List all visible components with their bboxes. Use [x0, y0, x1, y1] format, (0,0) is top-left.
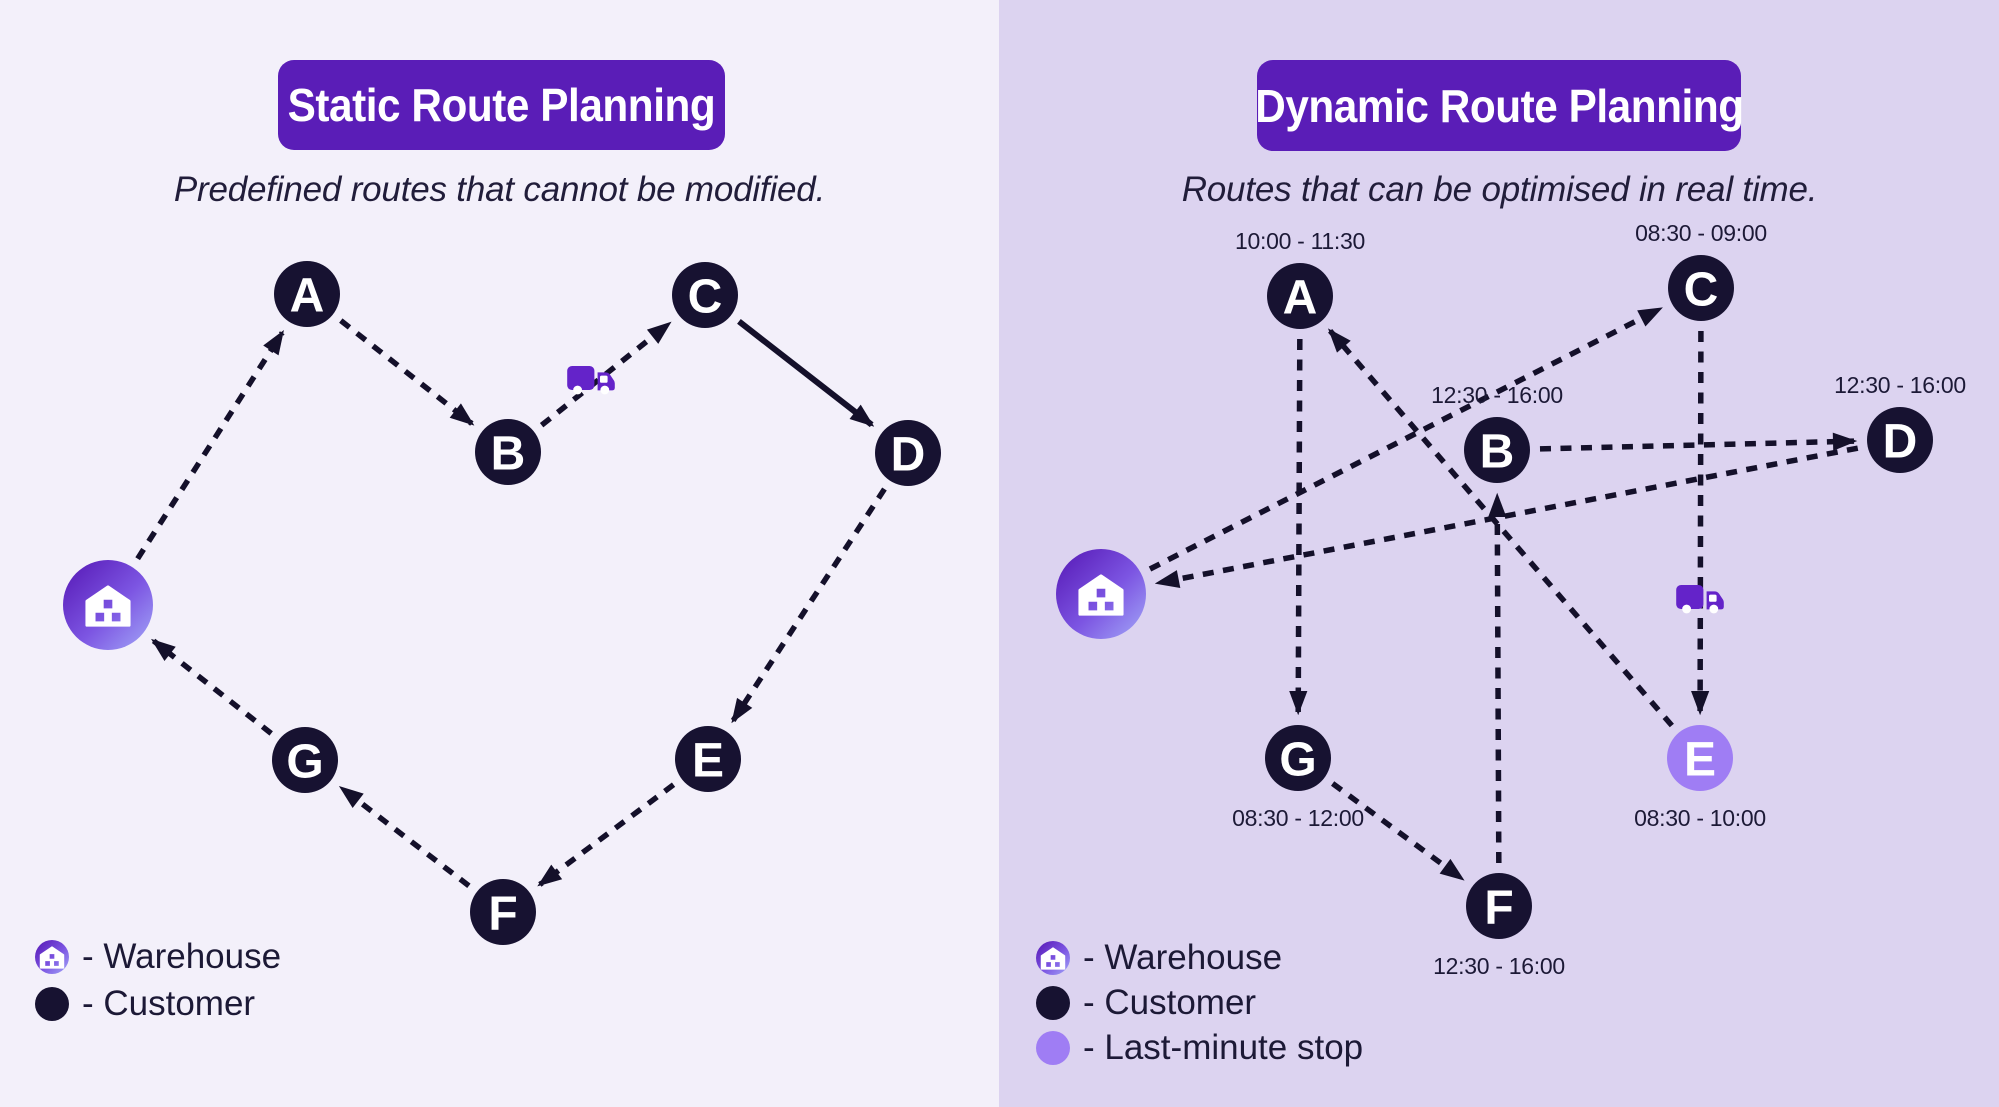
legend-row-warehouse: - Warehouse	[1036, 938, 1363, 977]
node-label-G: G	[286, 736, 323, 789]
legend-label: - Customer	[82, 984, 256, 1023]
legend-row-lastminute: - Last-minute stop	[1036, 1028, 1364, 1067]
node-label-E: E	[1684, 734, 1716, 787]
node-label-D: D	[891, 429, 926, 482]
route-edge-D-W	[1154, 445, 1859, 588]
static-panel-title: Static Route Planning	[278, 60, 725, 150]
static-panel-subtitle: Predefined routes that cannot be modifie…	[173, 170, 826, 209]
node-label-D: D	[1883, 416, 1918, 469]
time-window-G: 08:30 - 12:00	[1232, 805, 1364, 831]
warehouse-icon	[35, 940, 69, 974]
route-edge-W-C	[1148, 306, 1663, 572]
legend-row-warehouse: - Warehouse	[35, 937, 282, 976]
last-minute-stop-icon	[1036, 1031, 1070, 1065]
warehouse-icon	[1036, 941, 1070, 975]
node-label-B: B	[1480, 426, 1515, 479]
dynamic-title-text: Dynamic Route Planning	[1254, 79, 1744, 132]
static-route-graph: A B C D E F G	[63, 261, 941, 945]
route-edge-C-D	[737, 319, 875, 428]
route-edge-F-B	[1488, 492, 1507, 864]
route-edge-W-A	[135, 330, 285, 561]
node-C	[1668, 255, 1734, 321]
dynamic-route-graph: A 10:00 - 11:30B 12:30 - 16:00 C 08:30 - 09:…	[1056, 220, 1966, 979]
static-title-text: Static Route Planning	[287, 79, 716, 131]
node-D	[1867, 407, 1933, 473]
node-G	[272, 727, 338, 793]
time-window-F: 12:30 - 16:00	[1433, 953, 1565, 979]
node-label-C: C	[1684, 264, 1719, 317]
node-A	[274, 261, 340, 327]
route-edge-A-B	[339, 318, 475, 426]
node-label-A: A	[290, 270, 325, 323]
route-edge-D-E	[730, 487, 887, 724]
node-label-F: F	[1484, 882, 1513, 935]
node-D	[875, 420, 941, 486]
node-label-C: C	[688, 271, 723, 324]
node-A	[1267, 263, 1333, 329]
time-window-C: 08:30 - 09:00	[1635, 220, 1767, 246]
node-label-A: A	[1283, 272, 1318, 325]
delivery-truck-icon	[1676, 585, 1724, 614]
node-label-G: G	[1279, 734, 1316, 787]
warehouse-node	[63, 560, 153, 650]
route-edge-E-A	[1327, 328, 1674, 728]
node-G	[1265, 725, 1331, 791]
node-label-E: E	[692, 735, 724, 788]
legend-row-customer: - Customer	[35, 984, 281, 1023]
time-window-B: 12:30 - 16:00	[1431, 382, 1563, 408]
legend-label: - Warehouse	[1083, 938, 1283, 977]
time-window-E: 08:30 - 10:00	[1634, 805, 1766, 831]
route-edge-B-C	[539, 321, 672, 428]
node-label-F: F	[488, 888, 517, 941]
dynamic-panel-subtitle: Routes that can be optimised in real tim…	[1181, 170, 1818, 209]
node-B	[475, 419, 541, 485]
legend-row-customer: - Customer	[1036, 983, 1363, 1022]
legend-label: - Customer	[1083, 983, 1257, 1022]
node-label-B: B	[491, 428, 526, 481]
route-edge-F-G	[338, 785, 471, 888]
static-panel-legend: - Warehouse - Customer	[35, 937, 282, 1023]
node-B	[1464, 417, 1530, 483]
time-window-A: 10:00 - 11:30	[1235, 228, 1365, 254]
route-edge-G-W	[151, 638, 273, 736]
dynamic-panel-legend: - Warehouse - Customer - Last-minute sto…	[1036, 938, 1364, 1067]
route-edge-E-F	[537, 782, 676, 887]
route-edge-G-F	[1330, 781, 1465, 881]
route-edge-C-E	[1691, 330, 1710, 716]
time-window-D: 12:30 - 16:00	[1834, 372, 1966, 398]
customer-icon	[1036, 986, 1070, 1020]
node-E	[675, 726, 741, 792]
node-E	[1667, 725, 1733, 791]
warehouse-node	[1056, 549, 1146, 639]
customer-icon	[35, 987, 69, 1021]
node-F	[1466, 873, 1532, 939]
legend-label: - Warehouse	[82, 937, 282, 976]
node-C	[672, 262, 738, 328]
legend-label: - Last-minute stop	[1083, 1028, 1364, 1067]
dynamic-panel-title: Dynamic Route Planning	[1254, 60, 1744, 151]
node-F	[470, 879, 536, 945]
route-edge-B-D	[1539, 432, 1858, 452]
route-edge-A-G	[1289, 338, 1308, 716]
